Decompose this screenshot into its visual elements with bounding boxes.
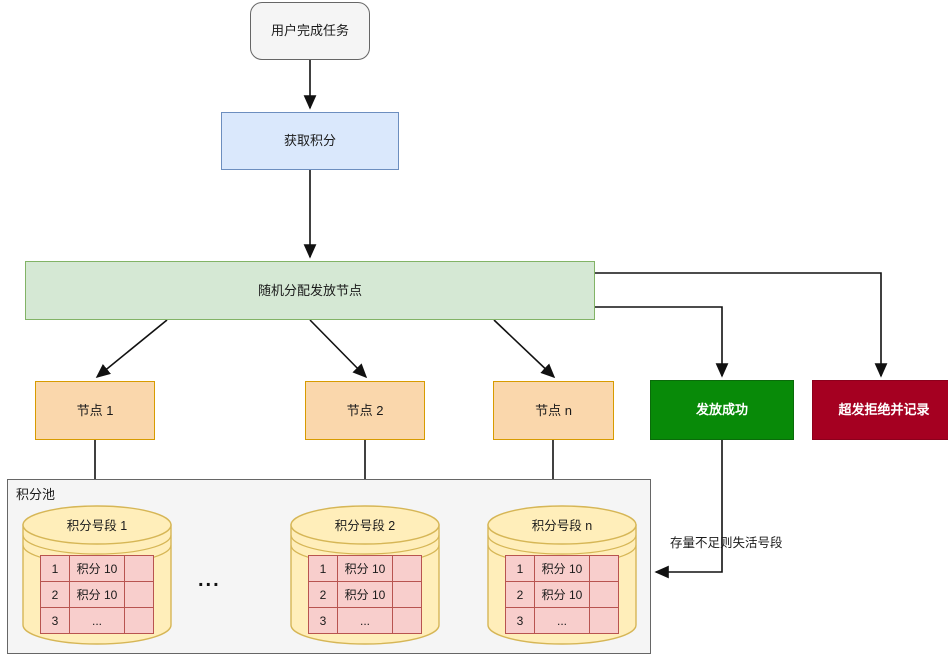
node-overissue-reject-label: 超发拒绝并记录	[838, 402, 930, 418]
cell-value: 积分 10	[534, 581, 590, 608]
cell-extra	[392, 581, 422, 608]
node-worker-1[interactable]: 节点 1	[35, 381, 155, 440]
table-row: 3 ...	[308, 607, 422, 634]
cell-value: ...	[337, 607, 393, 634]
cell-index: 2	[40, 581, 70, 608]
node-grant-success[interactable]: 发放成功	[650, 380, 794, 440]
points-segment-cylinder-2[interactable]: 积分号段 2 1 积分 10 2 积分 10 3 ...	[290, 505, 440, 645]
node-get-points[interactable]: 获取积分	[221, 112, 399, 170]
table-row: 2 积分 10	[308, 581, 422, 608]
node-overissue-reject[interactable]: 超发拒绝并记录	[812, 380, 948, 440]
table-row: 1 积分 10	[505, 555, 619, 582]
edge-dispatch-to-noden	[493, 319, 556, 379]
cell-extra	[589, 555, 619, 582]
cell-value: 积分 10	[337, 581, 393, 608]
table-row: 1 积分 10	[308, 555, 422, 582]
points-segment-n-title: 积分号段 n	[531, 519, 593, 533]
pool-ellipsis: ...	[198, 569, 221, 591]
edge-success-to-pool	[654, 440, 723, 579]
cell-index: 3	[40, 607, 70, 634]
edge-dispatch-to-success	[595, 306, 729, 378]
cell-index: 1	[40, 555, 70, 582]
points-segment-n-table: 1 积分 10 2 积分 10 3 ...	[505, 555, 619, 634]
table-row: 2 积分 10	[40, 581, 154, 608]
cell-index: 3	[308, 607, 338, 634]
cell-value: ...	[69, 607, 125, 634]
cell-extra	[124, 555, 154, 582]
cell-value: 积分 10	[337, 555, 393, 582]
node-get-points-label: 获取积分	[283, 133, 336, 149]
node-worker-n[interactable]: 节点 n	[493, 381, 614, 440]
table-row: 2 积分 10	[505, 581, 619, 608]
node-random-dispatch[interactable]: 随机分配发放节点	[25, 261, 595, 320]
edge-label-deactivate-segment: 存量不足则失活号段	[670, 536, 783, 550]
cell-extra	[124, 607, 154, 634]
cell-value: 积分 10	[69, 555, 125, 582]
cell-index: 1	[308, 555, 338, 582]
points-pool-label: 积分池	[16, 487, 56, 502]
cell-extra	[392, 555, 422, 582]
cell-extra	[124, 581, 154, 608]
node-worker-1-label: 节点 1	[76, 402, 114, 418]
cell-extra	[589, 607, 619, 634]
cell-extra	[589, 581, 619, 608]
points-segment-1-title: 积分号段 1	[66, 519, 128, 533]
cell-value: 积分 10	[534, 555, 590, 582]
cell-extra	[392, 607, 422, 634]
points-segment-2-table: 1 积分 10 2 积分 10 3 ...	[308, 555, 422, 634]
cell-value: ...	[534, 607, 590, 634]
table-row: 1 积分 10	[40, 555, 154, 582]
points-segment-2-title: 积分号段 2	[334, 519, 396, 533]
points-segment-cylinder-n[interactable]: 积分号段 n 1 积分 10 2 积分 10 3 ...	[487, 505, 637, 645]
points-segment-cylinder-1[interactable]: 积分号段 1 1 积分 10 2 积分 10 3 ...	[22, 505, 172, 645]
edge-dispatch-to-node2	[309, 319, 368, 379]
node-grant-success-label: 发放成功	[695, 402, 748, 418]
cell-index: 1	[505, 555, 535, 582]
cell-index: 3	[505, 607, 535, 634]
node-worker-2-label: 节点 2	[346, 402, 384, 418]
cell-value: 积分 10	[69, 581, 125, 608]
edge-dispatch-to-reject	[595, 272, 888, 378]
node-random-dispatch-label: 随机分配发放节点	[257, 282, 362, 298]
node-user-completes-task[interactable]: 用户完成任务	[250, 2, 370, 60]
points-segment-1-table: 1 积分 10 2 积分 10 3 ...	[40, 555, 154, 634]
table-row: 3 ...	[505, 607, 619, 634]
node-user-completes-task-label: 用户完成任务	[270, 23, 349, 39]
cell-index: 2	[505, 581, 535, 608]
edge-dispatch-to-node1	[95, 319, 168, 379]
node-worker-n-label: 节点 n	[535, 402, 572, 418]
node-worker-2[interactable]: 节点 2	[305, 381, 425, 440]
cell-index: 2	[308, 581, 338, 608]
table-row: 3 ...	[40, 607, 154, 634]
